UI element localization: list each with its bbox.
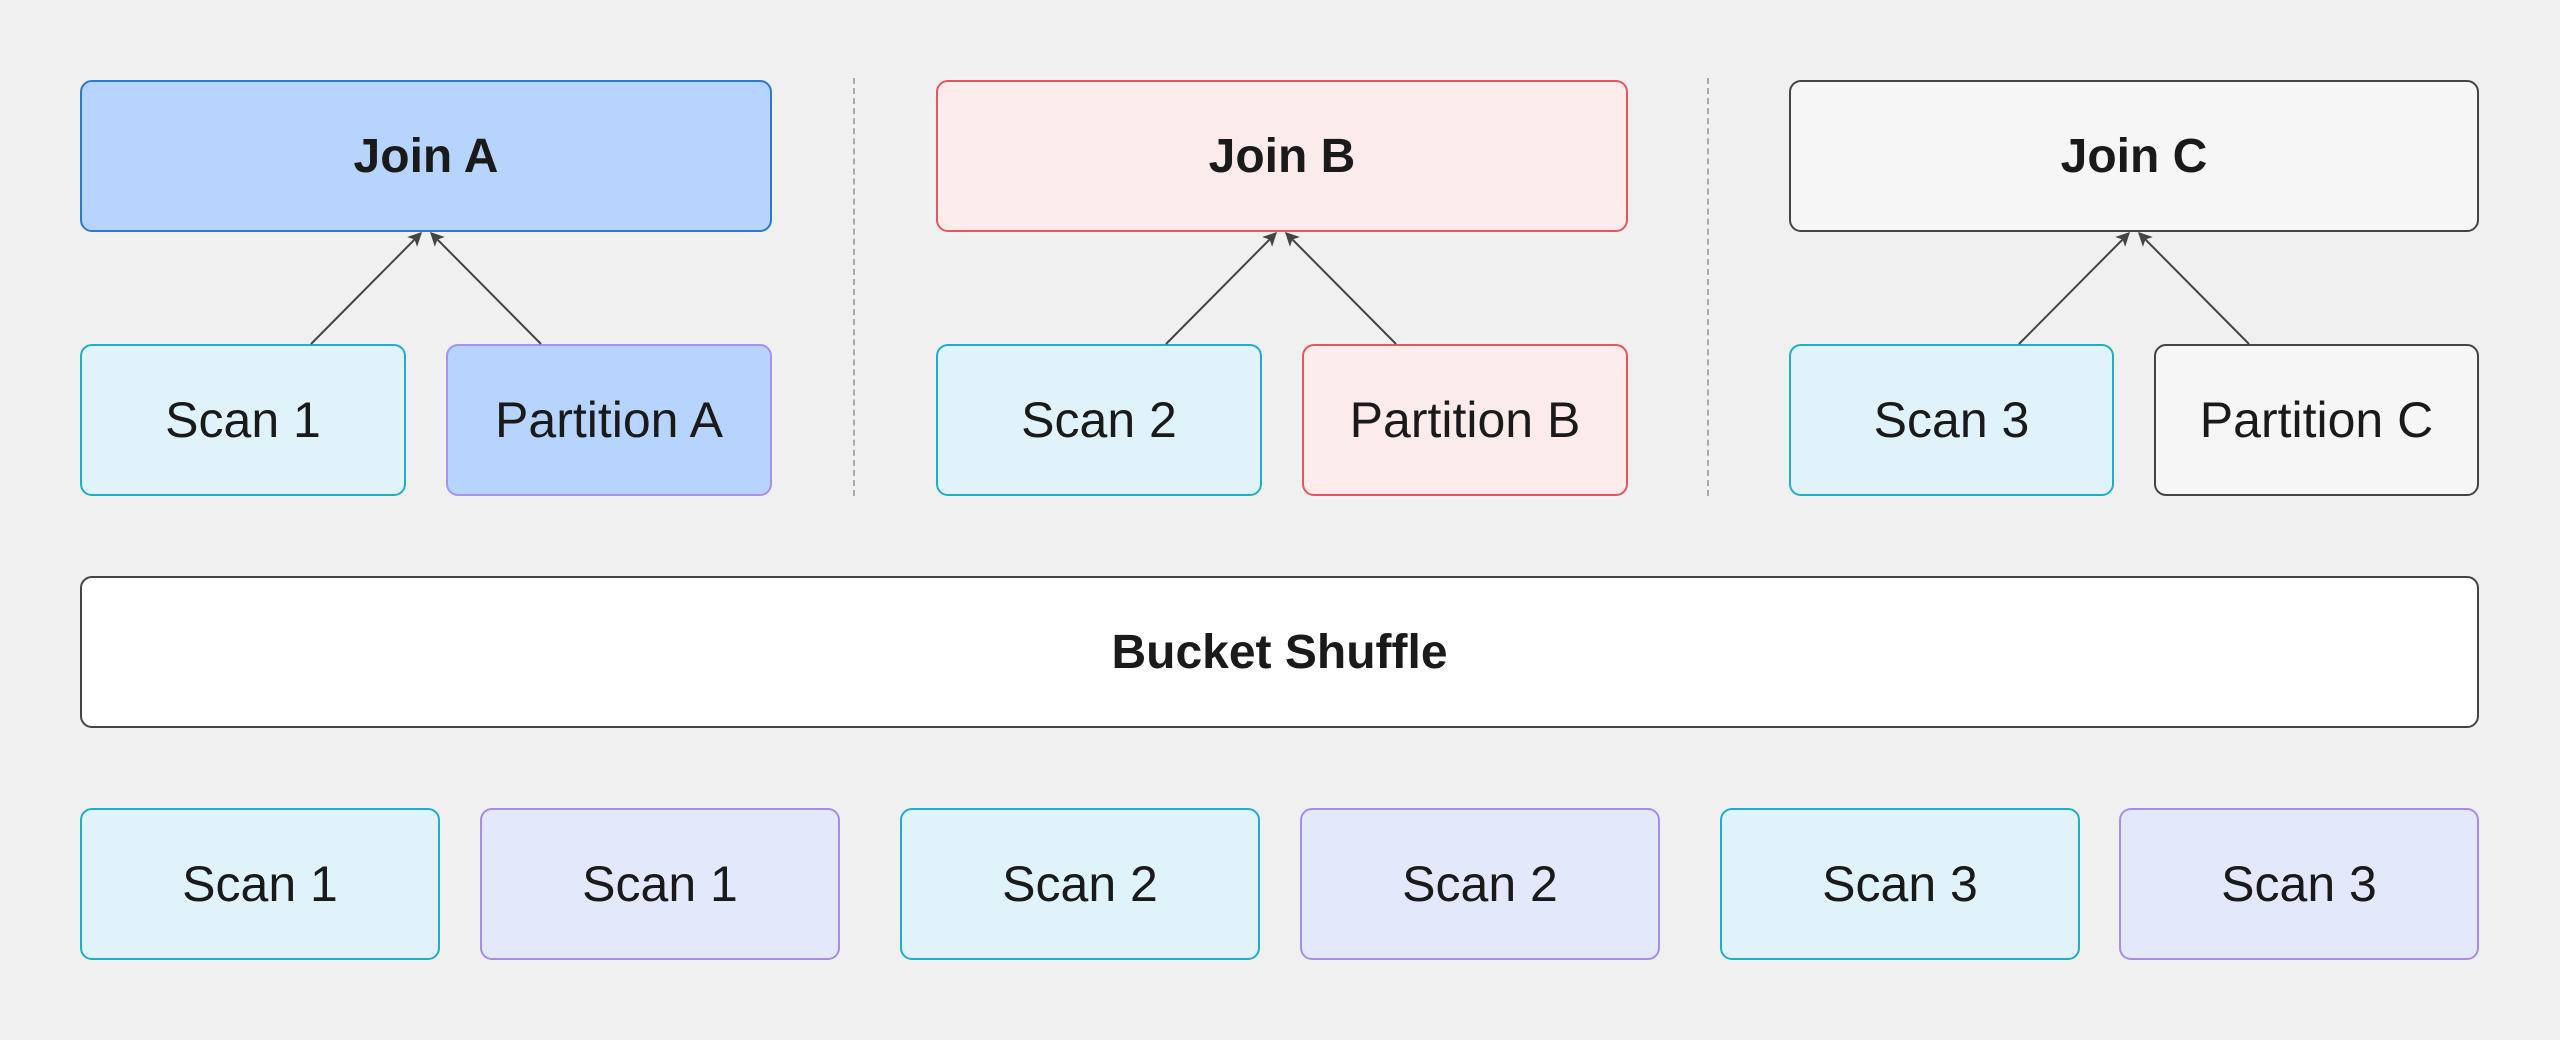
bucket-shuffle-node: Bucket Shuffle	[80, 576, 2479, 728]
bottom-scan-node: Scan 2	[1300, 808, 1660, 960]
bottom-scan-node: Scan 1	[480, 808, 840, 960]
join-b-node: Join B	[936, 80, 1628, 232]
bottom-scan-node: Scan 2	[900, 808, 1260, 960]
group-divider	[853, 78, 855, 496]
scan-3-node: Scan 3	[1789, 344, 2114, 496]
edge-arrow-scan-to-join	[310, 232, 422, 345]
edge-arrow-scan-to-join	[2018, 232, 2130, 345]
edge-arrow-partition-to-join	[2138, 232, 2250, 345]
edge-arrow-partition-to-join	[430, 232, 542, 345]
scan-2-node: Scan 2	[936, 344, 1262, 496]
scan-1-node: Scan 1	[80, 344, 406, 496]
partition-a-node: Partition A	[446, 344, 772, 496]
bottom-scan-node: Scan 1	[80, 808, 440, 960]
partition-b-node: Partition B	[1302, 344, 1628, 496]
group-divider	[1707, 78, 1709, 496]
partition-c-node: Partition C	[2154, 344, 2479, 496]
join-c-node: Join C	[1789, 80, 2479, 232]
bottom-scan-node: Scan 3	[2119, 808, 2479, 960]
join-a-node: Join A	[80, 80, 772, 232]
bottom-scan-node: Scan 3	[1720, 808, 2080, 960]
edge-arrow-scan-to-join	[1165, 232, 1277, 345]
edge-arrow-partition-to-join	[1285, 232, 1397, 345]
